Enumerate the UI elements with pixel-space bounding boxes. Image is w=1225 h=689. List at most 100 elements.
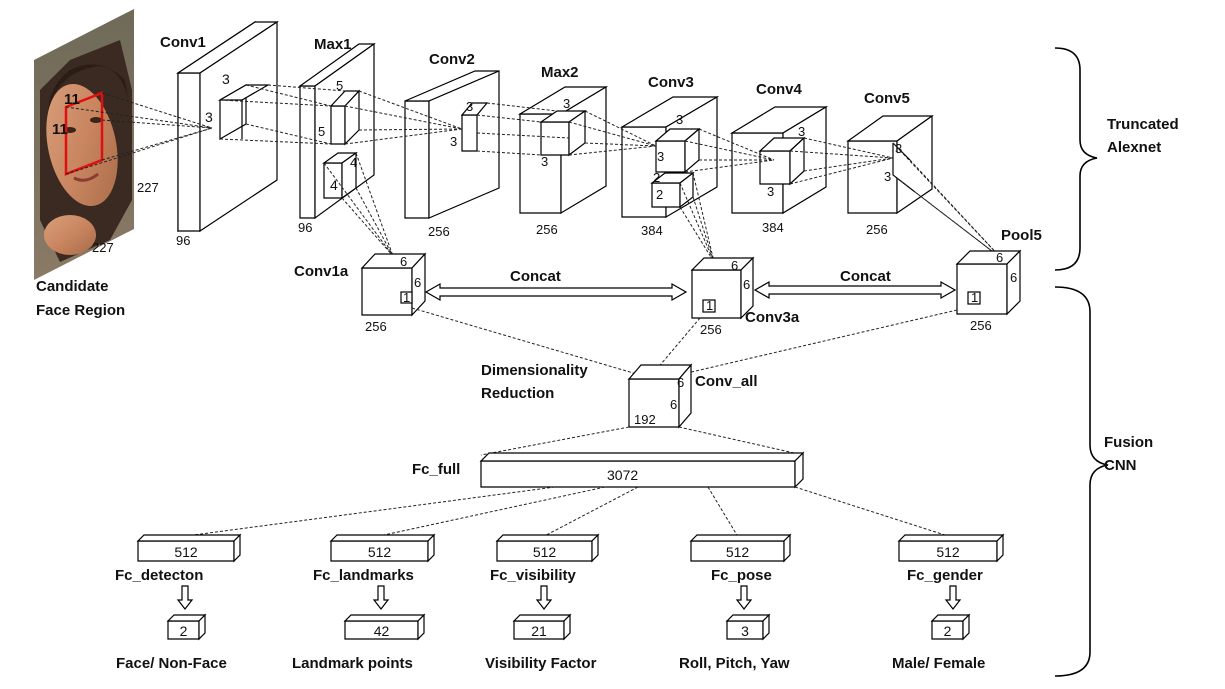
head-output-block: [512, 613, 572, 641]
brace-fusion-cnn: [1054, 286, 1109, 677]
head-fc-block: [495, 533, 600, 563]
input-height: 227: [92, 240, 114, 255]
conv1a-w: 6: [400, 254, 407, 269]
head-fc-units: 512: [533, 544, 557, 560]
conv3-kernel-top: 3: [676, 112, 683, 127]
conv1a-depth: 256: [365, 319, 387, 334]
head-task-label: Landmark points: [292, 655, 413, 672]
fc-full-block: [479, 451, 805, 489]
conv3a-label: Conv3a: [745, 309, 800, 326]
pool5-h: 6: [1010, 270, 1017, 285]
conv5-depth: 256: [866, 222, 888, 237]
conv2-depth: 256: [428, 224, 450, 239]
conv2-label: Conv2: [429, 51, 475, 68]
conv3a-block: [690, 256, 755, 320]
head-fc-units: 512: [726, 544, 750, 560]
input-face-image: [34, 9, 134, 280]
conv4-label: Conv4: [756, 81, 803, 98]
max2-label: Max2: [541, 64, 579, 81]
conv1-depth: 96: [176, 233, 190, 248]
conv3-sub-side: 2: [656, 187, 663, 202]
head-fc-block: [329, 533, 436, 563]
pool5-kernel: 1: [971, 290, 978, 305]
fc-full-units: 3072: [607, 467, 638, 483]
head-task-label: Male/ Female: [892, 655, 985, 672]
conv2-kernel-side: 3: [450, 134, 457, 149]
conv1-kernel-top: 3: [222, 71, 230, 87]
head-fc-label: Fc_landmarks: [313, 567, 414, 584]
conv5-block: [846, 114, 934, 215]
conv3-kernel-side: 3: [657, 149, 664, 164]
head-fc-block: [136, 533, 242, 563]
concat-right-label: Concat: [840, 268, 891, 285]
input-width: 227: [137, 180, 159, 195]
head-output-units: 3: [741, 623, 749, 639]
conv1a-label: Conv1a: [294, 263, 349, 280]
conv4-block: [729, 105, 829, 215]
pool5-w: 6: [996, 250, 1003, 265]
head-fc-units: 512: [368, 544, 392, 560]
conv3a-kernel: 1: [706, 298, 713, 313]
max2-depth: 256: [536, 222, 558, 237]
head-down-arrow: [372, 585, 390, 610]
head-output-units: 21: [531, 623, 547, 639]
input-kernel-h: 11: [52, 121, 68, 138]
conv3a-w: 6: [731, 258, 738, 273]
head-down-arrow: [944, 585, 962, 610]
max1-block: [298, 42, 376, 220]
conv3-label: Conv3: [648, 74, 694, 91]
head-task-label: Roll, Pitch, Yaw: [679, 655, 790, 672]
max1-label: Max1: [314, 36, 352, 53]
head-down-arrow: [735, 585, 753, 610]
conv3-sub-top: 2: [653, 170, 660, 185]
brace-top-label-2: Alexnet: [1107, 139, 1161, 156]
conv-all-depth: 192: [634, 412, 656, 427]
dimred-label-1: Dimensionality: [481, 362, 588, 379]
max1-sub-side: 4: [330, 177, 338, 193]
head-fc-units: 512: [936, 544, 960, 560]
head-output-units: 42: [374, 623, 390, 639]
conv1a-kernel: 1: [403, 290, 410, 305]
max1-kernel-top: 5: [336, 78, 343, 93]
conv1-label: Conv1: [160, 34, 206, 51]
head-output-block: [725, 613, 771, 641]
conv-all-w: 6: [677, 375, 684, 390]
max2-block: [517, 85, 609, 215]
head-output-block: [343, 613, 426, 641]
conv3a-h: 6: [743, 277, 750, 292]
concat-arrow-right: [753, 280, 957, 300]
max1-depth: 96: [298, 220, 312, 235]
head-output-units: 2: [944, 623, 952, 639]
conv1-kernel-side: 3: [205, 109, 213, 125]
head-output-block: [166, 613, 207, 641]
conv5-kernel-side: 3: [884, 169, 891, 184]
max1-kernel-side: 5: [318, 124, 325, 139]
pool5-block: [955, 249, 1022, 316]
conv3a-depth: 256: [700, 322, 722, 337]
max2-kernel-side: 3: [541, 154, 548, 169]
conv-all-block: [627, 363, 693, 429]
concat-left-label: Concat: [510, 268, 561, 285]
brace-truncated-alexnet: [1054, 47, 1098, 271]
head-fc-label: Fc_pose: [711, 567, 772, 584]
head-fc-block: [689, 533, 792, 563]
input-kernel-w: 11: [64, 91, 80, 108]
pool5-label: Pool5: [1001, 227, 1042, 244]
fc-full-label: Fc_full: [412, 461, 460, 478]
input-caption-2: Face Region: [36, 302, 125, 319]
conv2-block: [404, 70, 500, 219]
conv3-depth: 384: [641, 223, 663, 238]
conv1a-h: 6: [414, 275, 421, 290]
head-task-label: Face/ Non-Face: [116, 655, 227, 672]
concat-arrow-left: [424, 282, 688, 302]
head-fc-block: [897, 533, 1005, 563]
head-task-label: Visibility Factor: [485, 655, 597, 672]
conv1-block: [176, 20, 279, 233]
